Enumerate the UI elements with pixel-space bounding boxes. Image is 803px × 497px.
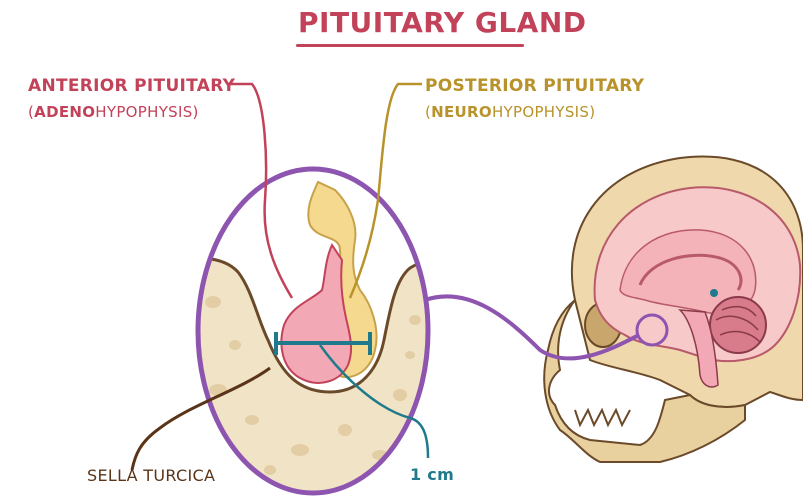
scale-label: 1 cm [410,465,454,484]
teeth [575,410,630,425]
neuro-prefix: NEURO [431,103,492,121]
cerebellum [710,297,766,353]
anterior-pituitary-sublabel: (ADENOHYPOPHYSIS) [28,103,199,121]
skull-illustration [544,157,803,462]
posterior-pituitary-sublabel: (NEUROHYPOPHYSIS) [425,103,595,121]
anterior-leader-line [230,84,292,298]
anterior-pituitary-shape [281,245,351,383]
adeno-prefix: ADENO [34,103,95,121]
posterior-pituitary-label: POSTERIOR PITUITARY [425,76,644,96]
magnified-view [180,182,450,497]
sella-turcica-label: SELLA TURCICA [87,466,215,485]
anterior-pituitary-label: ANTERIOR PITUITARY [28,76,235,96]
